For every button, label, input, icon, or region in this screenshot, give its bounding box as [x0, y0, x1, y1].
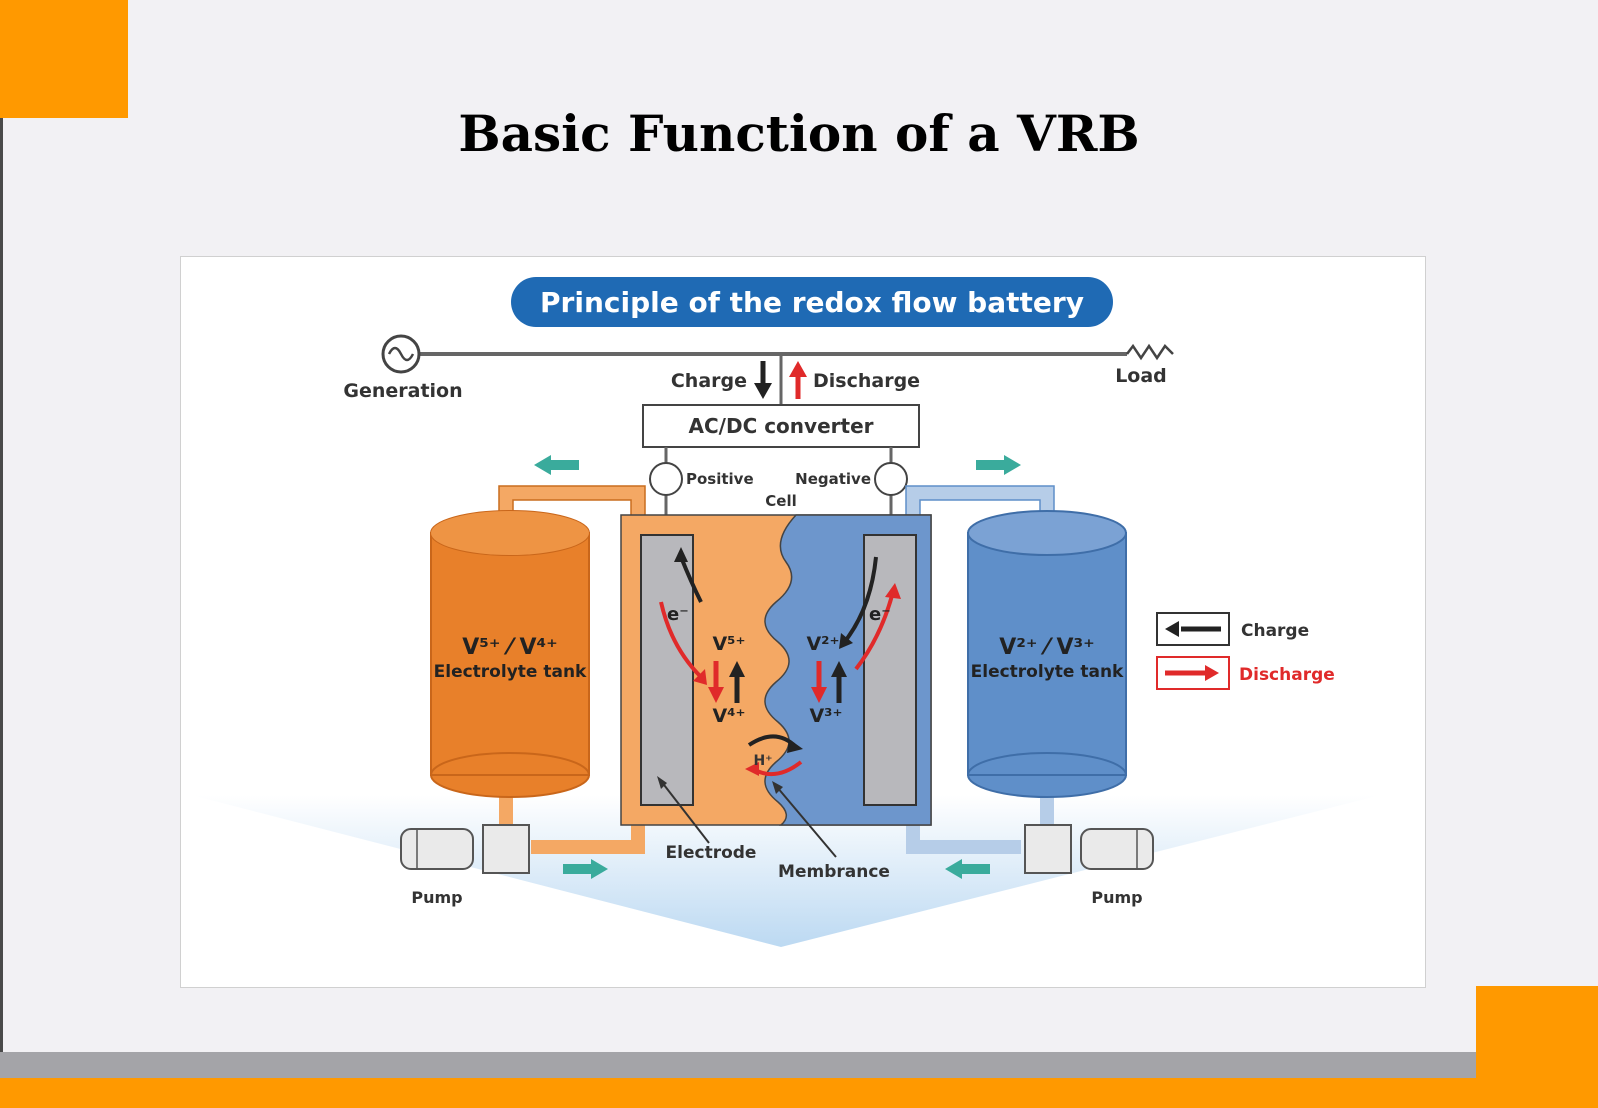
- proton-discharge-arrowhead: [745, 762, 759, 776]
- flow-arrow-top-left: [534, 455, 579, 475]
- left-ion-arrows: [708, 661, 745, 703]
- right-cell-top-ion: V²⁺: [806, 633, 839, 655]
- cell: [620, 514, 932, 826]
- left-tank-label: Electrolyte tank: [434, 662, 587, 682]
- diagram-title-pill: Principle of the redox flow battery: [511, 277, 1113, 327]
- membrane-pointer-head: [772, 781, 783, 794]
- positive-terminal: [649, 462, 683, 496]
- left-pipes-outline: [498, 485, 646, 519]
- negative-terminal: [874, 462, 908, 496]
- legend-charge-label: Charge: [1241, 621, 1309, 641]
- electrode-pointer: [660, 780, 710, 844]
- right-ion-arrows: [811, 661, 847, 703]
- generator-icon: [381, 334, 421, 374]
- footer-gray-bar: [0, 1052, 1476, 1078]
- flow-arrow-top-right: [976, 455, 1021, 475]
- flow-arrow-bottom-right: [945, 859, 990, 879]
- right-pump: [1024, 824, 1154, 874]
- corner-accent-bottom-right: [1476, 986, 1598, 1078]
- right-pump-label: Pump: [1091, 888, 1142, 907]
- left-cell-top-ion: V⁵⁺: [712, 633, 745, 655]
- right-discharge-arrowhead: [885, 583, 901, 599]
- generation-label: Generation: [343, 380, 462, 402]
- diagram-title: Principle of the redox flow battery: [540, 286, 1084, 319]
- left-discharge-arrowhead: [693, 669, 707, 685]
- legend: Charge Discharge: [1156, 612, 1335, 690]
- membrane-label: Membrance: [778, 862, 890, 882]
- positive-label: Positive: [686, 470, 754, 488]
- left-pump: [400, 824, 530, 874]
- left-charge-arrowhead: [674, 547, 688, 562]
- load-label: Load: [1115, 365, 1167, 387]
- left-electron-label: e⁻: [667, 604, 689, 625]
- left-cell-bottom-ion: V⁴⁺: [712, 705, 745, 727]
- negative-label: Negative: [795, 470, 871, 488]
- legend-charge-arrowhead: [1165, 621, 1179, 637]
- legend-discharge-label: Discharge: [1239, 665, 1335, 685]
- left-tank-ions: V⁵⁺ ⁄ V⁴⁺: [462, 635, 558, 660]
- cell-label: Cell: [765, 492, 796, 510]
- redox-flow-diagram: Principle of the redox flow battery Gene…: [191, 277, 1381, 947]
- negative-electrolyte-tank: [967, 510, 1127, 798]
- left-border-line: [0, 118, 3, 1052]
- legend-discharge-arrowhead: [1205, 665, 1219, 681]
- right-tank-ions: V²⁺ ⁄ V³⁺: [999, 635, 1095, 660]
- positive-electrolyte-tank: [430, 510, 590, 798]
- converter-label: AC/DC converter: [689, 414, 874, 438]
- right-tank-label: Electrolyte tank: [971, 662, 1124, 682]
- electrode-pointer-head: [657, 776, 667, 789]
- diagram-figure: Principle of the redox flow battery Gene…: [180, 256, 1426, 988]
- right-cell-bottom-ion: V³⁺: [809, 705, 842, 727]
- electrode-label: Electrode: [666, 843, 757, 863]
- right-electron-arrows: [844, 556, 895, 671]
- flow-arrow-bottom-left: [563, 859, 608, 879]
- discharge-label: Discharge: [813, 370, 920, 392]
- corner-accent-top-left: [0, 0, 128, 118]
- right-electron-label: e⁻: [869, 604, 891, 625]
- charge-label: Charge: [671, 370, 747, 392]
- acdc-converter-box: [642, 404, 920, 448]
- right-pipes-outline: [905, 485, 1055, 519]
- discharge-up-arrow: [789, 361, 807, 399]
- proton-charge-arrowhead: [787, 739, 803, 753]
- slide-title: Basic Function of a VRB: [458, 104, 1140, 163]
- load-resistor-icon: [1126, 343, 1174, 361]
- footer-orange-bar: [0, 1078, 1598, 1108]
- right-charge-arrowhead: [839, 633, 853, 649]
- left-pump-label: Pump: [411, 888, 462, 907]
- proton-label: H⁺: [753, 753, 772, 769]
- charge-down-arrow: [754, 361, 772, 399]
- membrane-pointer: [776, 786, 837, 858]
- positive-electrode: [640, 534, 694, 806]
